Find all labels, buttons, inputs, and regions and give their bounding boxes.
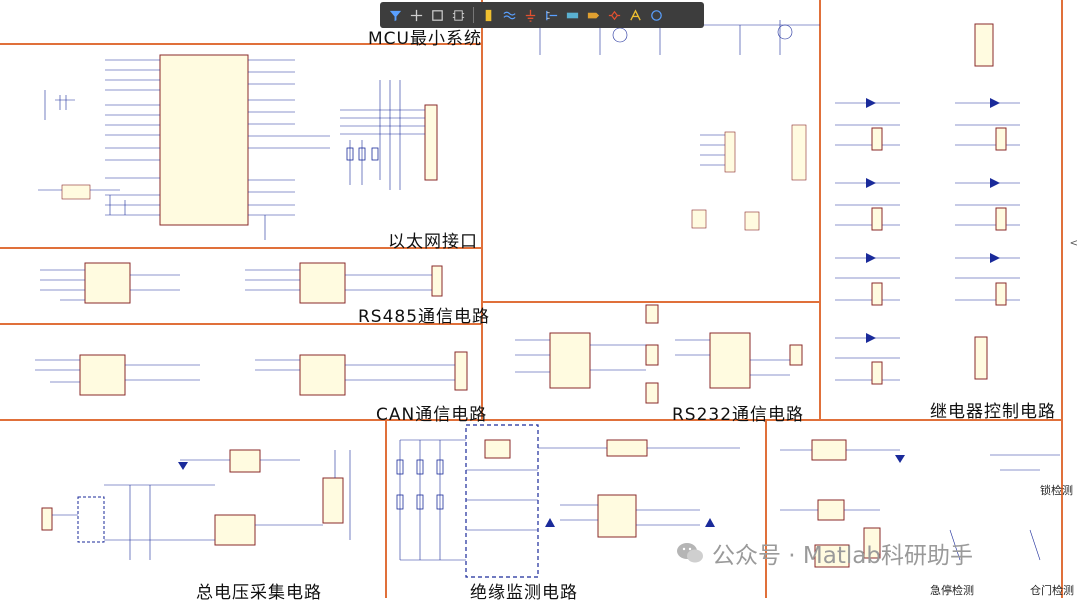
arc-icon[interactable]: [647, 5, 666, 25]
text-icon[interactable]: [626, 5, 645, 25]
rs485-circuit: [40, 262, 443, 304]
transistor-driver: [490, 20, 820, 231]
detection-circuit: [780, 439, 1060, 568]
net-label-icon[interactable]: [563, 5, 582, 25]
component-icon[interactable]: [449, 5, 468, 25]
filter-icon[interactable]: [386, 5, 405, 25]
mcu-ic: [159, 54, 249, 226]
watermark: 公众号 · Matlab科研助手: [676, 536, 973, 570]
edge-marker: <: [1069, 238, 1078, 249]
wechat-icon: [677, 543, 703, 563]
label-lock-detect: 锁检测: [1040, 484, 1073, 497]
section-title-rs232: RS232通信电路: [672, 405, 805, 425]
insulation-circuit: [396, 424, 740, 578]
label-estop-detect: 急停检测: [930, 584, 974, 597]
section-title-ethernet: 以太网接口: [388, 232, 478, 252]
wire-icon[interactable]: [500, 5, 519, 25]
label-door-detect: 仓门检测: [1030, 584, 1074, 597]
crosshair-icon[interactable]: [407, 5, 426, 25]
voltage-circuit: [41, 449, 351, 560]
port-icon[interactable]: [542, 5, 561, 25]
ethernet-connector: [340, 80, 438, 190]
relay-circuit: [835, 23, 1020, 385]
schematic-toolbar: [380, 2, 704, 28]
watermark-text: 公众号 · Matlab科研助手: [712, 543, 973, 569]
can-circuit: [35, 351, 468, 396]
section-borders: [0, 0, 1063, 598]
section-title-insulation: 绝缘监测电路: [470, 583, 578, 603]
section-title-voltage: 总电压采集电路: [196, 583, 322, 603]
mcu-power: [38, 90, 126, 215]
rs232-circuit: [515, 304, 803, 404]
section-title-relay: 继电器控制电路: [930, 402, 1056, 422]
rectangle-icon[interactable]: [428, 5, 447, 25]
bus-icon[interactable]: [479, 5, 498, 25]
section-title-can: CAN通信电路: [376, 405, 488, 425]
section-title-rs485: RS485通信电路: [358, 307, 491, 327]
diff-pair-icon[interactable]: [605, 5, 624, 25]
tag-icon[interactable]: [584, 5, 603, 25]
ground-icon[interactable]: [521, 5, 540, 25]
section-title-mcu: MCU最小系统: [368, 29, 482, 49]
